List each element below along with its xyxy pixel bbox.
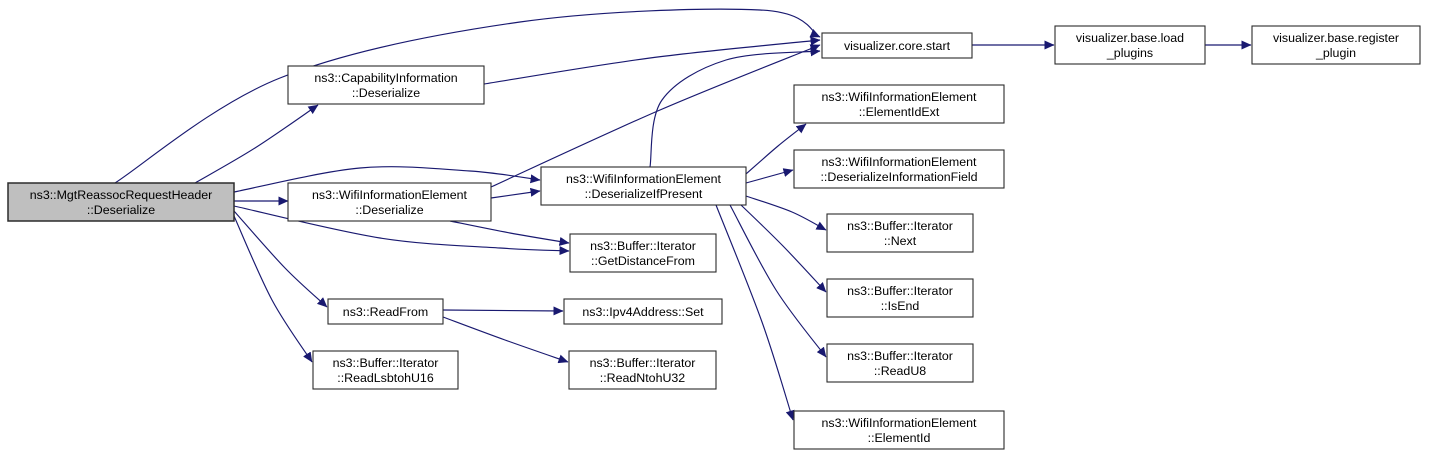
graph-node-buffer-iterator-next[interactable]: ns3::Buffer::Iterator::Next bbox=[826, 213, 974, 253]
edge-wifi-information-element-deserialize-if-present-to-buffer-iterator-read-u8 bbox=[729, 204, 827, 358]
node-label: visualizer.core.start bbox=[844, 39, 951, 53]
edge-wifi-information-element-deserialize-if-present-to-visualizer-core-start bbox=[649, 47, 821, 168]
graph-node-visualizer-base-register-plugin[interactable]: visualizer.base.register_plugin bbox=[1251, 25, 1421, 65]
graph-node-buffer-iterator-is-end[interactable]: ns3::Buffer::Iterator::IsEnd bbox=[826, 278, 974, 318]
node-box[interactable] bbox=[568, 350, 717, 390]
node-label: ns3::CapabilityInformation::Deserialize bbox=[314, 71, 457, 100]
graph-node-wifi-information-element-element-id-ext[interactable]: ns3::WifiInformationElement::ElementIdEx… bbox=[793, 84, 1005, 124]
edge-wifi-information-element-deserialize-if-present-to-wifi-information-element-deserialize-information-field bbox=[745, 168, 794, 184]
node-box[interactable] bbox=[287, 182, 492, 222]
graph-node-capability-information-deserialize[interactable]: ns3::CapabilityInformation::Deserialize bbox=[287, 65, 485, 105]
edge-read-from-to-buffer-iterator-read-ntoh-u32 bbox=[442, 316, 569, 364]
node-box[interactable] bbox=[540, 166, 747, 206]
edge-mgt-reassoc-request-header-deserialize-to-buffer-iterator-get-distance-from bbox=[233, 205, 570, 256]
graph-node-mgt-reassoc-request-header-deserialize[interactable]: ns3::MgtReassocRequestHeader::Deserializ… bbox=[7, 182, 235, 222]
node-label: ns3::WifiInformationElement::Deserialize… bbox=[566, 172, 722, 201]
edge-mgt-reassoc-request-header-deserialize-to-read-from bbox=[233, 210, 328, 308]
node-label: ns3::Buffer::Iterator::GetDistanceFrom bbox=[590, 239, 696, 268]
graph-node-buffer-iterator-read-lsbtoh-u16[interactable]: ns3::Buffer::Iterator::ReadLsbtohU16 bbox=[312, 350, 459, 390]
node-box[interactable] bbox=[1251, 25, 1421, 65]
node-label: ns3::Buffer::Iterator::ReadLsbtohU16 bbox=[333, 356, 439, 385]
node-label: ns3::Buffer::Iterator::ReadNtohU32 bbox=[590, 356, 696, 385]
node-box[interactable] bbox=[287, 65, 485, 105]
edge-capability-information-deserialize-to-visualizer-core-start bbox=[483, 36, 821, 85]
node-box[interactable] bbox=[7, 182, 235, 222]
graph-node-buffer-iterator-read-ntoh-u32[interactable]: ns3::Buffer::Iterator::ReadNtohU32 bbox=[568, 350, 717, 390]
node-label: ns3::WifiInformationElement::ElementId bbox=[822, 416, 978, 445]
node-box[interactable] bbox=[793, 410, 1005, 450]
node-label: ns3::Buffer::Iterator::Next bbox=[847, 219, 953, 248]
graph-node-wifi-information-element-deserialize-if-present[interactable]: ns3::WifiInformationElement::Deserialize… bbox=[540, 166, 747, 206]
graph-node-ipv4-address-set[interactable]: ns3::Ipv4Address::Set bbox=[563, 298, 723, 325]
node-box[interactable] bbox=[563, 298, 723, 325]
node-box[interactable] bbox=[312, 350, 459, 390]
node-label: ns3::WifiInformationElement::Deserialize… bbox=[820, 155, 977, 184]
node-box[interactable] bbox=[569, 233, 717, 273]
node-box[interactable] bbox=[826, 213, 974, 253]
node-box[interactable] bbox=[793, 84, 1005, 124]
node-label: ns3::Buffer::Iterator::IsEnd bbox=[847, 284, 953, 313]
edge-wifi-information-element-deserialize-if-present-to-buffer-iterator-next bbox=[745, 195, 827, 231]
graph-node-visualizer-base-load-plugins[interactable]: visualizer.base.load_plugins bbox=[1054, 25, 1206, 65]
edge-wifi-information-element-deserialize-if-present-to-buffer-iterator-is-end bbox=[740, 204, 827, 293]
edge-mgt-reassoc-request-header-deserialize-to-buffer-iterator-read-lsbtoh-u16 bbox=[233, 215, 313, 363]
edge-read-from-to-ipv4-address-set bbox=[442, 306, 564, 316]
node-label: ns3::Buffer::Iterator::ReadU8 bbox=[847, 349, 953, 378]
node-box[interactable] bbox=[821, 32, 973, 59]
edge-wifi-information-element-deserialize-if-present-to-wifi-information-element-element-id bbox=[715, 204, 795, 421]
graph-node-read-from[interactable]: ns3::ReadFrom bbox=[327, 298, 444, 325]
edge-wifi-information-element-deserialize-to-buffer-iterator-get-distance-from bbox=[449, 220, 570, 246]
edge-mgt-reassoc-request-header-deserialize-to-visualizer-core-start bbox=[114, 8, 821, 184]
graph-node-wifi-information-element-deserialize[interactable]: ns3::WifiInformationElement::Deserialize bbox=[287, 182, 492, 222]
graph-node-visualizer-core-start[interactable]: visualizer.core.start bbox=[821, 32, 973, 59]
node-box[interactable] bbox=[793, 149, 1005, 189]
node-box[interactable] bbox=[327, 298, 444, 325]
node-label: ns3::ReadFrom bbox=[343, 305, 428, 319]
node-box[interactable] bbox=[1054, 25, 1206, 65]
node-label: visualizer.base.register_plugin bbox=[1273, 31, 1399, 60]
node-box[interactable] bbox=[826, 343, 974, 383]
node-box[interactable] bbox=[826, 278, 974, 318]
node-label: visualizer.base.load_plugins bbox=[1076, 31, 1184, 60]
node-label: ns3::Ipv4Address::Set bbox=[582, 305, 704, 319]
edge-mgt-reassoc-request-header-deserialize-to-capability-information-deserialize bbox=[194, 104, 319, 184]
node-label: ns3::WifiInformationElement::Deserialize bbox=[312, 188, 468, 217]
edge-wifi-information-element-deserialize-if-present-to-wifi-information-element-element-id-ext bbox=[745, 123, 807, 175]
edge-mgt-reassoc-request-header-deserialize-to-wifi-information-element-deserialize-if-present bbox=[233, 166, 541, 193]
edges-layer bbox=[114, 8, 1252, 421]
node-label: ns3::WifiInformationElement::ElementIdEx… bbox=[822, 90, 978, 119]
graph-node-buffer-iterator-get-distance-from[interactable]: ns3::Buffer::Iterator::GetDistanceFrom bbox=[569, 233, 717, 273]
graph-node-wifi-information-element-element-id[interactable]: ns3::WifiInformationElement::ElementId bbox=[793, 410, 1005, 450]
nodes-layer: ns3::MgtReassocRequestHeader::Deserializ… bbox=[7, 25, 1421, 450]
node-label: ns3::MgtReassocRequestHeader::Deserializ… bbox=[30, 188, 213, 217]
edge-wifi-information-element-deserialize-to-wifi-information-element-deserialize-if-present bbox=[490, 187, 541, 199]
edge-wifi-information-element-deserialize-to-visualizer-core-start bbox=[490, 44, 821, 188]
graph-node-buffer-iterator-read-u8[interactable]: ns3::Buffer::Iterator::ReadU8 bbox=[826, 343, 974, 383]
graph-node-wifi-information-element-deserialize-information-field[interactable]: ns3::WifiInformationElement::Deserialize… bbox=[793, 149, 1005, 189]
